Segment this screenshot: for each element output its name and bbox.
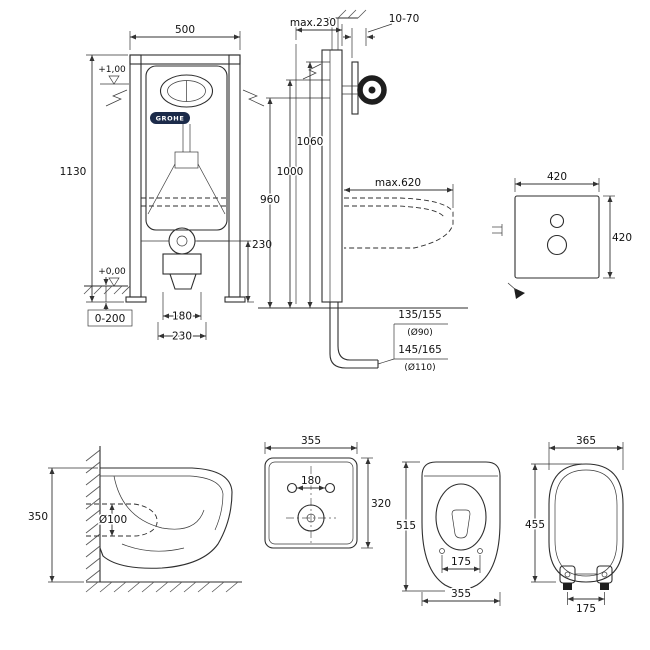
cistern xyxy=(145,65,228,231)
gasket-view: 420 420 xyxy=(492,170,634,299)
dim-bowl-height: 350 xyxy=(28,511,48,523)
dim-drain-offset-230: 230 xyxy=(172,331,192,343)
dim-hinge-spacing: 175 xyxy=(576,603,596,615)
frame-side-profile xyxy=(321,49,343,303)
bolt-hole-right xyxy=(324,482,336,494)
corner-arrow-icon xyxy=(507,282,525,299)
outlet-connector xyxy=(168,227,196,255)
seat-hinges xyxy=(559,565,613,590)
fixing-hole-right xyxy=(477,548,483,554)
level-top-label: +1,00 xyxy=(98,65,126,75)
flush-button-icon xyxy=(357,75,387,105)
frame-left-rail xyxy=(129,54,142,298)
dim-front-bolt-spacing: 175 xyxy=(451,556,471,568)
dim-frame-height: 1130 xyxy=(60,166,87,178)
fixing-hole-left xyxy=(439,548,445,554)
clip-symbol-icon xyxy=(492,224,503,236)
bowl-front-view: 175 355 515 xyxy=(394,461,501,606)
frame-front-view: GROHE +1,00 +0,00 xyxy=(58,23,273,345)
outlet-housing xyxy=(162,253,202,275)
bowl-front-outline xyxy=(421,461,501,591)
dim-plan-width: 355 xyxy=(301,435,321,447)
actuator-opening xyxy=(159,74,214,108)
drain-opening xyxy=(297,504,325,532)
dim-drain-2: 145/165 xyxy=(398,344,442,356)
level-floor-label: +0,00 xyxy=(98,267,126,277)
dim-gasket-width: 420 xyxy=(547,171,567,183)
dim-drain-offset-180: 180 xyxy=(172,311,192,323)
frame-side-view: max.230 10-70 1060 1000 960 max.620 xyxy=(258,9,468,375)
left-foot xyxy=(125,296,147,303)
dim-bolt-spacing: 180 xyxy=(301,475,321,487)
dim-height-960: 960 xyxy=(260,194,280,206)
dim-front-height: 515 xyxy=(396,520,416,532)
dim-height-1000: 1000 xyxy=(277,166,304,178)
gasket-outline xyxy=(514,195,600,279)
dim-height-1060: 1060 xyxy=(297,136,324,148)
grohe-logo-text: GROHE xyxy=(156,115,185,123)
dim-gasket-height: 420 xyxy=(612,232,632,244)
drain-elbow xyxy=(329,353,378,369)
dim-outlet-height: 230 xyxy=(252,239,272,251)
bowl-plan-view: 180 355 320 xyxy=(264,434,393,549)
dim-plate-range: 10-70 xyxy=(389,13,420,25)
dim-foot-adjust: 0-200 xyxy=(95,313,126,325)
dim-front-width: 355 xyxy=(451,588,471,600)
dim-drain-1-dia: (Ø90) xyxy=(407,327,433,338)
right-foot xyxy=(224,296,246,303)
dim-drain-dia: Ø100 xyxy=(99,514,127,526)
bowl-profile xyxy=(99,467,233,569)
bowl-side-view: Ø100 350 xyxy=(26,446,242,593)
actuator-plate-side xyxy=(351,61,359,115)
plan-outline xyxy=(264,457,358,549)
level-mark-floor: +0,00 xyxy=(97,266,128,287)
level-mark-top: +1,00 xyxy=(97,64,129,85)
dim-bowl-depth: max.620 xyxy=(375,177,421,189)
seat-plan-view: 365 455 175 xyxy=(523,434,624,617)
frame-right-rail xyxy=(228,54,241,298)
dim-frame-width: 500 xyxy=(175,24,195,36)
dim-frame-depth: max.230 xyxy=(290,17,336,29)
bolt-hole-left xyxy=(286,482,298,494)
dim-plan-depth: 320 xyxy=(371,498,391,510)
frame-top-bar xyxy=(129,54,241,65)
wall-anchor-side-icon xyxy=(302,63,322,80)
dim-seat-depth: 455 xyxy=(525,519,545,531)
seat-opening xyxy=(435,483,487,551)
fill-valve xyxy=(174,151,199,169)
dim-drain-2-dia: (Ø110) xyxy=(404,362,435,373)
bowl-silhouette-dashed xyxy=(344,197,454,249)
grohe-logo: GROHE xyxy=(150,112,190,124)
seat-outline xyxy=(548,463,624,583)
wall-anchor-right-icon xyxy=(242,89,265,107)
dim-drain-1: 135/155 xyxy=(398,309,442,321)
dim-seat-width: 365 xyxy=(576,435,596,447)
wall-anchor-left-icon xyxy=(105,89,128,107)
